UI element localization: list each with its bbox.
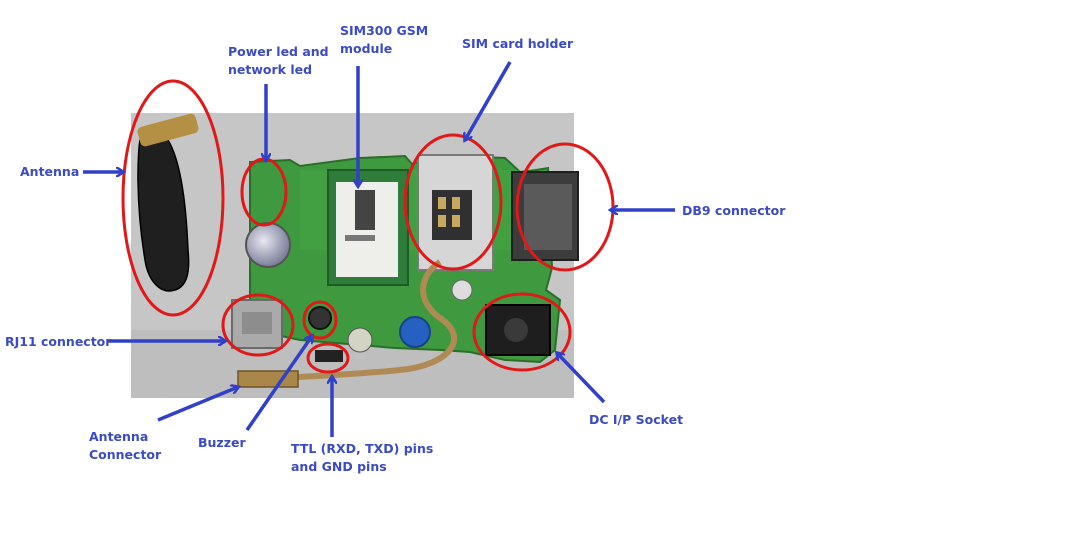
label-sim300-gsm-module: SIM300 GSM module xyxy=(340,22,428,58)
arrow-antenna-connector xyxy=(157,387,238,422)
arrow-dc-socket xyxy=(557,353,606,404)
label-power-led-line-2: network led xyxy=(228,62,313,77)
circle-antenna xyxy=(121,79,225,317)
circle-rj11 xyxy=(221,293,295,357)
label-sim300-line-1: SIM300 GSM xyxy=(340,23,429,38)
circle-sim-holder xyxy=(403,133,503,271)
label-rj11-connector: RJ11 connector xyxy=(5,334,112,349)
label-power-network-led: Power led and network led xyxy=(228,43,329,79)
arrow-buzzer xyxy=(245,336,312,431)
arrow-sim-holder xyxy=(465,61,512,140)
label-dc-ip-socket: DC I/P Socket xyxy=(589,412,684,427)
capacitor xyxy=(245,222,291,268)
label-buzzer: Buzzer xyxy=(198,435,246,450)
label-antenna: Antenna xyxy=(20,164,80,179)
label-antenna-connector-line-1: Antenna xyxy=(89,429,149,444)
label-power-led-line-1: Power led and xyxy=(228,44,329,59)
label-sim-card-holder: SIM card holder xyxy=(462,36,574,51)
label-sim300-line-2: module xyxy=(340,41,393,56)
circle-ttl xyxy=(306,342,350,374)
label-db9-connector: DB9 connector xyxy=(682,203,786,218)
antenna-connector-body xyxy=(237,370,299,388)
label-ttl-gnd-pins: TTL (RXD, TXD) pins and GND pins xyxy=(291,440,433,476)
circle-buzzer xyxy=(302,300,338,340)
potentiometer xyxy=(399,316,431,348)
buzzer-component xyxy=(308,306,332,330)
label-ttl-line-1: TTL (RXD, TXD) pins xyxy=(291,441,434,456)
antenna-tip xyxy=(137,113,199,147)
circle-dc-socket xyxy=(472,292,572,372)
ttl-pin-header xyxy=(315,350,343,362)
label-ttl-line-2: and GND pins xyxy=(291,459,387,474)
small-capacitor xyxy=(451,279,473,301)
antenna-body xyxy=(137,139,190,292)
label-antenna-connector: Antenna Connector xyxy=(89,428,161,464)
label-antenna-connector-line-2: Connector xyxy=(89,447,162,462)
small-capacitor-2 xyxy=(347,327,373,353)
